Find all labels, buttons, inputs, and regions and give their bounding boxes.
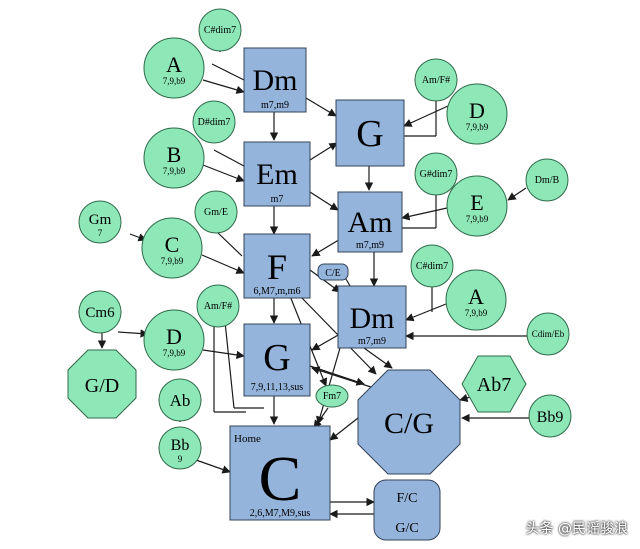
chord-name: G: [356, 113, 383, 155]
chord-circle-am-fs-left: Am/F#: [197, 285, 239, 327]
chord-octagon-gd: G/D: [68, 350, 136, 418]
chord-name: C/E: [325, 268, 341, 279]
chord-name: Am: [348, 206, 393, 239]
chord-name: Gm/E: [204, 207, 228, 218]
chord-extensions: 7,9,b9: [465, 308, 488, 318]
chord-name: D: [166, 324, 182, 349]
chord-circle-am-fs-right: Am/F#: [415, 59, 457, 101]
chord-extensions: m7: [271, 194, 284, 205]
chord-box-g-mid: G 7,9,11,13,sus: [244, 324, 310, 396]
chord-extensions: 9: [178, 454, 183, 464]
chord-circle-ab: Ab: [159, 379, 201, 421]
chord-name: C#dim7: [416, 261, 448, 272]
chord-circle-bb9: Bb9: [529, 395, 571, 437]
chord-name: Ab7: [477, 374, 511, 396]
chord-name: Am/F#: [204, 301, 232, 312]
watermark: 头条 @民谣骏浪: [526, 518, 628, 538]
chord-name: Ab: [170, 391, 191, 410]
chord-extensions: 7,9,b9: [163, 166, 186, 176]
chord-oval-fm7: Fm7: [316, 385, 348, 407]
chord-box-em: Em m7: [244, 142, 310, 206]
chord-name: G: [263, 337, 290, 379]
chord-name: C/G: [384, 407, 434, 440]
chord-extensions: 7,9,b9: [163, 76, 186, 86]
chord-name: Fm7: [323, 391, 341, 402]
chord-name: D: [469, 98, 485, 123]
chord-circle-c: C 7,9,b9: [142, 218, 202, 278]
chord-name: A: [468, 284, 484, 309]
chord-name: Dm: [350, 302, 395, 335]
chord-circle-gsdim7: G#dim7: [415, 153, 457, 195]
chord-box-am: Am m7,m9: [338, 192, 402, 252]
chord-extensions: 7,9,11,13,sus: [251, 382, 304, 393]
chord-hexagon-ab7: Ab7: [462, 356, 526, 412]
chord-extensions: 7: [98, 228, 103, 238]
chord-extensions: 7,9,b9: [161, 256, 184, 266]
chord-circle-e: E 7,9,b9: [447, 176, 507, 236]
chord-name: Cdim/Eb: [532, 329, 565, 339]
chord-box-dm-mid: Dm m7,m9: [338, 286, 406, 348]
chord-name: C#dim7: [204, 25, 236, 36]
chord-extensions: 6,M7,m,m6: [254, 286, 301, 297]
chord-name: D#dim7: [198, 117, 231, 128]
chord-box-g-top: G: [336, 100, 404, 166]
chord-circle-d-right: D 7,9,b9: [447, 84, 507, 144]
chord-circle-a-top: A 7,9,b9: [144, 38, 204, 98]
chord-extensions: m7,m9: [261, 100, 289, 111]
chord-name: G/D: [85, 375, 119, 397]
chord-name: Am/F#: [422, 75, 450, 86]
chord-extensions: m7,m9: [358, 336, 386, 347]
chord-box-dm-top: Dm m7,m9: [244, 48, 306, 112]
chord-extensions: 7,9,b9: [466, 214, 489, 224]
chord-extensions: 7,9,b9: [163, 348, 186, 358]
chord-name: Bb9: [537, 409, 564, 426]
chord-extensions: 2,6,M7,M9,sus: [250, 508, 311, 519]
chord-box-ce: C/E: [318, 264, 348, 280]
chord-circle-dm-b: Dm/B: [526, 159, 568, 201]
chord-name: G#dim7: [420, 169, 453, 180]
chord-name: A: [166, 52, 182, 77]
chord-box-c-home: Home C 2,6,M7,M9,sus: [230, 426, 330, 520]
chord-circle-cm6: Cm6: [79, 291, 121, 333]
chord-circle-gm: Gm 7: [79, 201, 121, 243]
chord-circle-bb: Bb 9: [159, 427, 201, 469]
chord-name: Dm: [253, 64, 298, 97]
chord-extensions: 7,9,b9: [466, 122, 489, 132]
chord-octagon-cg: C/G: [358, 370, 460, 474]
chord-name: Dm/B: [535, 175, 560, 186]
chord-name: B: [167, 142, 182, 167]
chord-name: C: [165, 232, 180, 257]
home-label: Home: [234, 433, 261, 445]
chord-box-f: F 6,M7,m,m6: [244, 234, 310, 298]
chord-name: Cm6: [85, 305, 115, 321]
chord-name: Gm: [89, 212, 112, 228]
chord-circle-dsdim7: D#dim7: [193, 101, 235, 143]
chord-name-top: F/C: [396, 491, 417, 506]
chord-name: F: [267, 247, 287, 287]
chord-circle-csdim7-right: C#dim7: [411, 245, 453, 287]
chord-name: Bb: [171, 437, 190, 454]
chord-name-bottom: G/C: [395, 521, 418, 536]
chord-circle-b: B 7,9,b9: [144, 128, 204, 188]
chord-circle-d-left: D 7,9,b9: [144, 310, 204, 370]
chord-box-fc-gc: F/C G/C: [374, 480, 440, 540]
chord-circle-csdim7-top: C#dim7: [199, 9, 241, 51]
chord-extensions: m7,m9: [356, 240, 384, 251]
chord-name: C: [259, 443, 302, 514]
chord-circle-a-right: A 7,9,b9: [446, 270, 506, 330]
chord-circle-gm-e: Gm/E: [195, 191, 237, 233]
chord-circle-cdim-eb: Cdim/Eb: [527, 313, 569, 355]
chord-name: E: [470, 190, 483, 215]
chord-name: Em: [256, 158, 298, 191]
